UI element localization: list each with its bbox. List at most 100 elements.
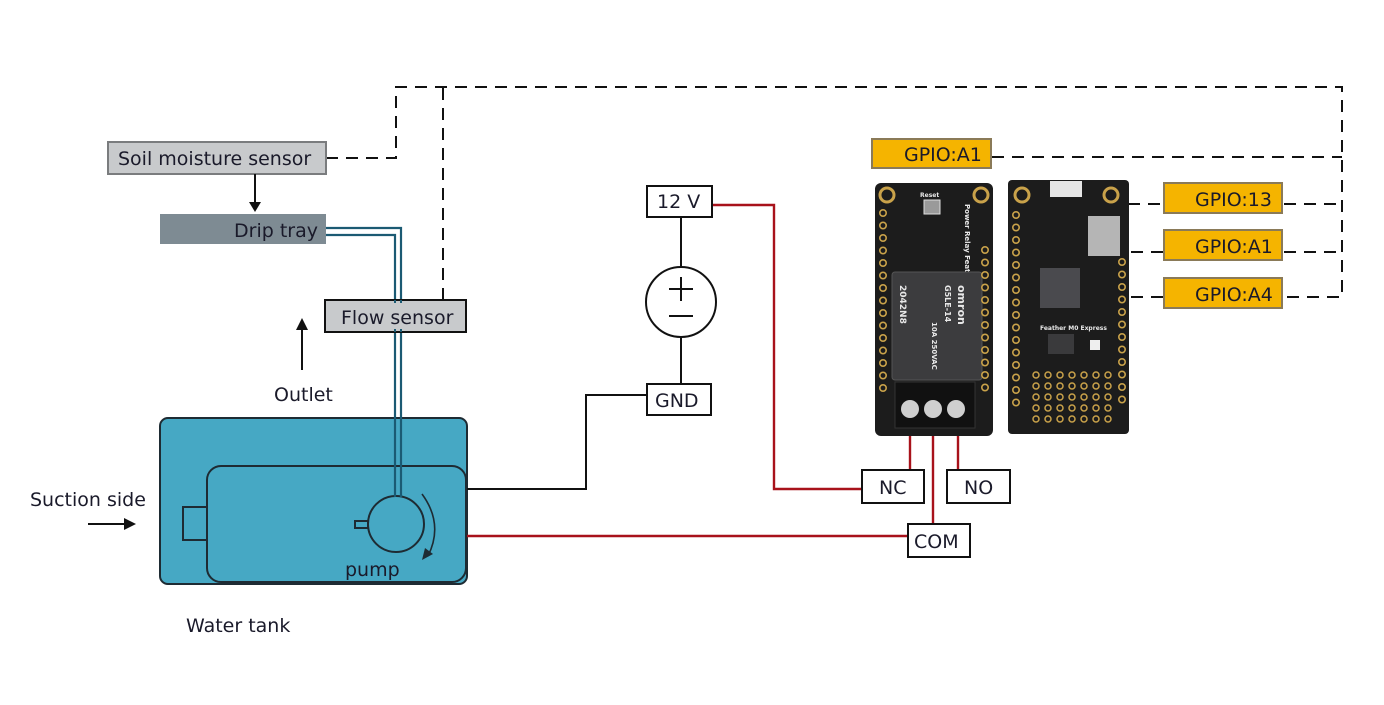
header-pin — [1011, 398, 1020, 407]
arrowhead-right-icon — [124, 518, 136, 530]
reset-button — [923, 199, 941, 215]
header-pin — [1118, 320, 1127, 329]
soil-moisture-sensor: Soil moisture sensor — [107, 141, 327, 175]
header-pin — [1011, 260, 1020, 269]
proto-pad — [1104, 371, 1112, 379]
drip-tray-label: Drip tray — [234, 220, 318, 242]
gpio-tag-label: GPIO:A1 — [904, 144, 982, 166]
header-pin — [980, 383, 989, 392]
header-pin — [878, 321, 887, 330]
flow-sensor-label: Flow sensor — [341, 307, 454, 329]
feather-name-label: Feather M0 Express — [1040, 325, 1107, 332]
header-pin — [1011, 273, 1020, 282]
header-pin — [878, 308, 887, 317]
header-pin — [1118, 357, 1127, 366]
relay-code-label: 2042N8 — [897, 285, 907, 324]
drip-tray: Drip tray — [160, 214, 326, 244]
relay-model-label: G5LE-14 — [943, 285, 952, 323]
proto-pad — [1068, 404, 1076, 412]
proto-pad — [1032, 393, 1040, 401]
mount-hole — [1013, 186, 1031, 204]
relay-brand-label: omron — [955, 285, 968, 325]
gpio-tag-label: GPIO:13 — [1195, 189, 1272, 211]
header-pins — [1011, 211, 1127, 423]
arrowhead-down-icon — [249, 202, 261, 212]
header-pin — [1011, 348, 1020, 357]
arrowhead-up-icon — [296, 318, 308, 330]
header-pin — [878, 283, 887, 292]
flow-sensor: Flow sensor — [324, 299, 467, 333]
proto-pad — [1080, 382, 1088, 390]
header-pin — [1011, 223, 1020, 232]
header-pin — [1118, 257, 1127, 266]
reset-label: Reset — [920, 192, 939, 199]
header-pin — [878, 296, 887, 305]
proto-pad — [1032, 371, 1040, 379]
signal-wires — [326, 86, 1343, 300]
rotation-arrow-icon — [421, 493, 436, 557]
proto-pad — [1044, 382, 1052, 390]
flash-chip — [1048, 334, 1074, 354]
suction-inlet — [182, 506, 208, 541]
header-pin — [1118, 295, 1127, 304]
header-pin — [878, 358, 887, 367]
rotation-arrowhead — [422, 548, 433, 560]
header-pin — [980, 358, 989, 367]
header-pin — [980, 270, 989, 279]
proto-pad — [1032, 382, 1040, 390]
screw-terminal — [901, 400, 919, 418]
proto-pad — [1080, 393, 1088, 401]
proto-pad — [1092, 382, 1100, 390]
proto-pad — [1104, 415, 1112, 423]
proto-pad — [1032, 415, 1040, 423]
supply-12v-label: 12 V — [657, 191, 700, 213]
gpio-tag-a1: GPIO:A1 — [1163, 229, 1283, 261]
pump-housing — [206, 465, 467, 583]
proto-pad — [1104, 404, 1112, 412]
suction-side-label: Suction side — [30, 489, 146, 511]
relay-featherwing-board: Reset Power Relay FeatherWing omron G5LE… — [875, 183, 993, 436]
neopixel-led — [1090, 340, 1100, 350]
feather-m0-board: Feather M0 Express — [1008, 180, 1129, 434]
proto-pad — [1032, 404, 1040, 412]
proto-pad — [1104, 393, 1112, 401]
header-pin — [1011, 310, 1020, 319]
proto-pad — [1044, 415, 1052, 423]
proto-pad — [1044, 404, 1052, 412]
proto-pad — [1080, 415, 1088, 423]
gpio-tag-a4: GPIO:A4 — [1163, 277, 1283, 309]
screw-terminal — [947, 400, 965, 418]
header-pin — [878, 209, 887, 218]
header-pin — [980, 308, 989, 317]
proto-pad — [1080, 404, 1088, 412]
supply-gnd-terminal: GND — [646, 383, 712, 416]
gpio-tag-13: GPIO:13 — [1163, 182, 1283, 214]
header-pin — [980, 295, 989, 304]
water-tank-label: Water tank — [186, 615, 290, 637]
pump-label: pump — [345, 559, 400, 581]
proto-pad — [1092, 415, 1100, 423]
header-pin — [1118, 382, 1127, 391]
header-pin — [1011, 298, 1020, 307]
proto-pad — [1056, 371, 1064, 379]
proto-pad — [1056, 393, 1064, 401]
gpio-tag-label: GPIO:A1 — [1195, 236, 1273, 258]
proto-pad — [1092, 393, 1100, 401]
header-pin — [1011, 385, 1020, 394]
header-pin — [878, 221, 887, 230]
header-pin — [980, 246, 989, 255]
header-pin — [1118, 282, 1127, 291]
header-pin — [1011, 360, 1020, 369]
header-pin — [1118, 395, 1127, 404]
relay-nc-terminal: NC — [861, 469, 925, 504]
proto-pad — [1068, 393, 1076, 401]
proto-pad — [1056, 382, 1064, 390]
mount-hole — [1102, 186, 1120, 204]
header-pin — [1011, 373, 1020, 382]
proto-pad — [1068, 382, 1076, 390]
header-pin — [1118, 332, 1127, 341]
header-pin — [878, 371, 887, 380]
header-pin — [1011, 335, 1020, 344]
relay-no-label: NO — [964, 477, 993, 499]
